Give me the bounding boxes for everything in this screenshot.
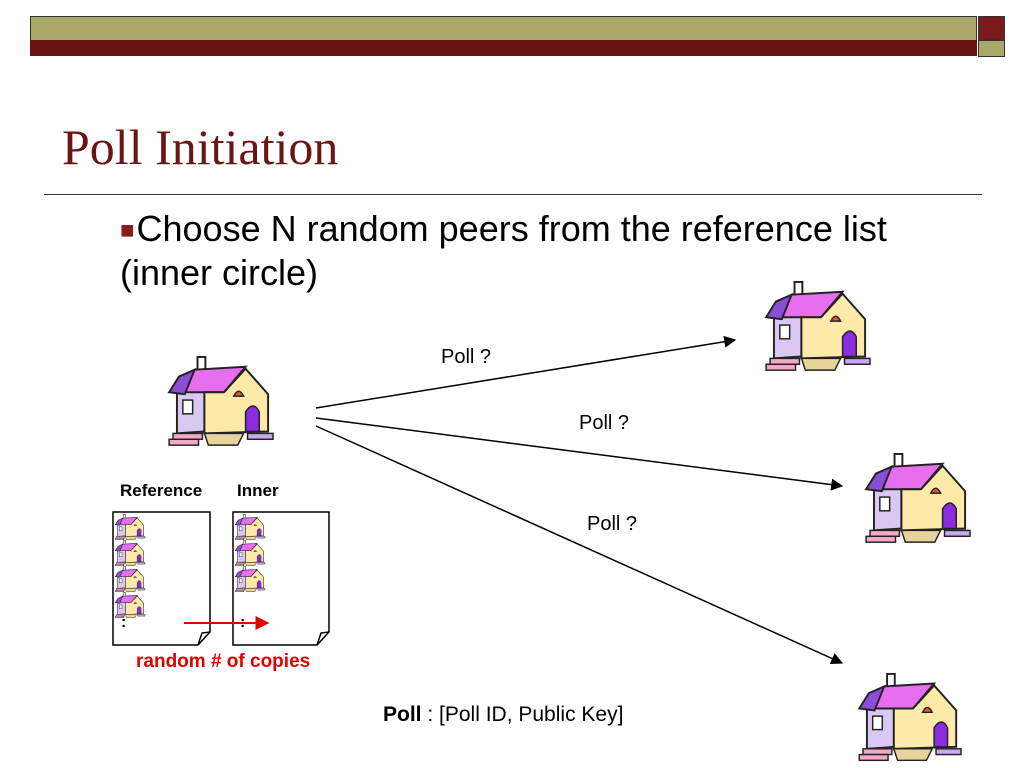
poll-arrow-2	[315, 417, 844, 491]
inner-continuation-mark: :	[240, 614, 246, 631]
peer-house-icon-2	[865, 452, 971, 544]
header-square-olive	[978, 40, 1005, 57]
poll-label-1: Poll ?	[441, 346, 492, 368]
poll-arrow-1	[315, 335, 737, 409]
copies-label: random # of copies	[136, 651, 311, 672]
header-bar-maroon	[30, 40, 977, 56]
header-square-maroon	[978, 16, 1005, 40]
bullet-text: Choose N random peers from the reference…	[120, 208, 887, 294]
poll-definition-text: : [Poll ID, Public Key]	[421, 703, 624, 726]
peer-house-icon-1	[765, 280, 871, 372]
square-bullet-icon: ■	[120, 217, 135, 245]
peer-house-icon-3	[858, 672, 962, 762]
poll-definition-term: Poll	[383, 703, 422, 726]
bullet-point: ■Choose N random peers from the referenc…	[120, 208, 940, 294]
source-peer-house-icon	[168, 355, 274, 447]
poll-definition: Poll : [Poll ID, Public Key]	[383, 703, 623, 727]
inner-label: Inner	[237, 481, 279, 500]
poll-label-2: Poll ?	[579, 412, 630, 434]
slide-title: Poll Initiation	[62, 119, 339, 175]
poll-arrow-3	[315, 425, 844, 665]
poll-label-3: Poll ?	[587, 513, 638, 535]
reference-label: Reference	[120, 481, 203, 500]
title-divider	[44, 194, 982, 195]
reference-continuation-mark: :	[121, 614, 127, 631]
